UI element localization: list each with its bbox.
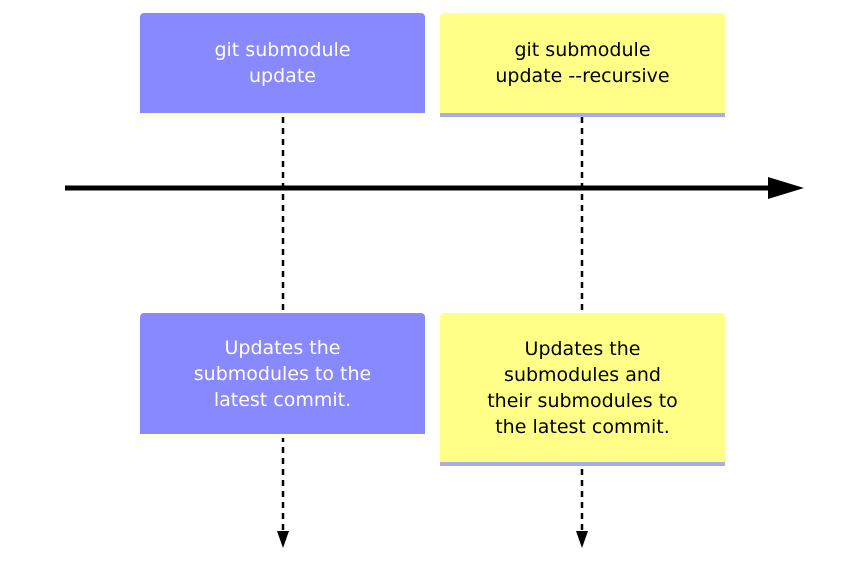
- command-box-update-recursive: git submodule update --recursive: [440, 13, 725, 117]
- lifeline-right-arrowhead: [576, 531, 588, 548]
- command-box-update: git submodule update: [140, 13, 425, 117]
- description-text-update-recursive: Updates the submodules and their submodu…: [487, 337, 678, 438]
- command-label-update-recursive: git submodule update --recursive: [495, 39, 670, 87]
- description-box-update: Updates the submodules to the latest com…: [140, 313, 425, 438]
- command-label-update: git submodule update: [214, 39, 351, 87]
- timeline-arrowhead: [768, 177, 804, 199]
- description-text-update: Updates the submodules to the latest com…: [193, 336, 372, 411]
- description-box-update-recursive: Updates the submodules and their submodu…: [440, 313, 725, 466]
- lifeline-left-arrowhead: [277, 531, 289, 548]
